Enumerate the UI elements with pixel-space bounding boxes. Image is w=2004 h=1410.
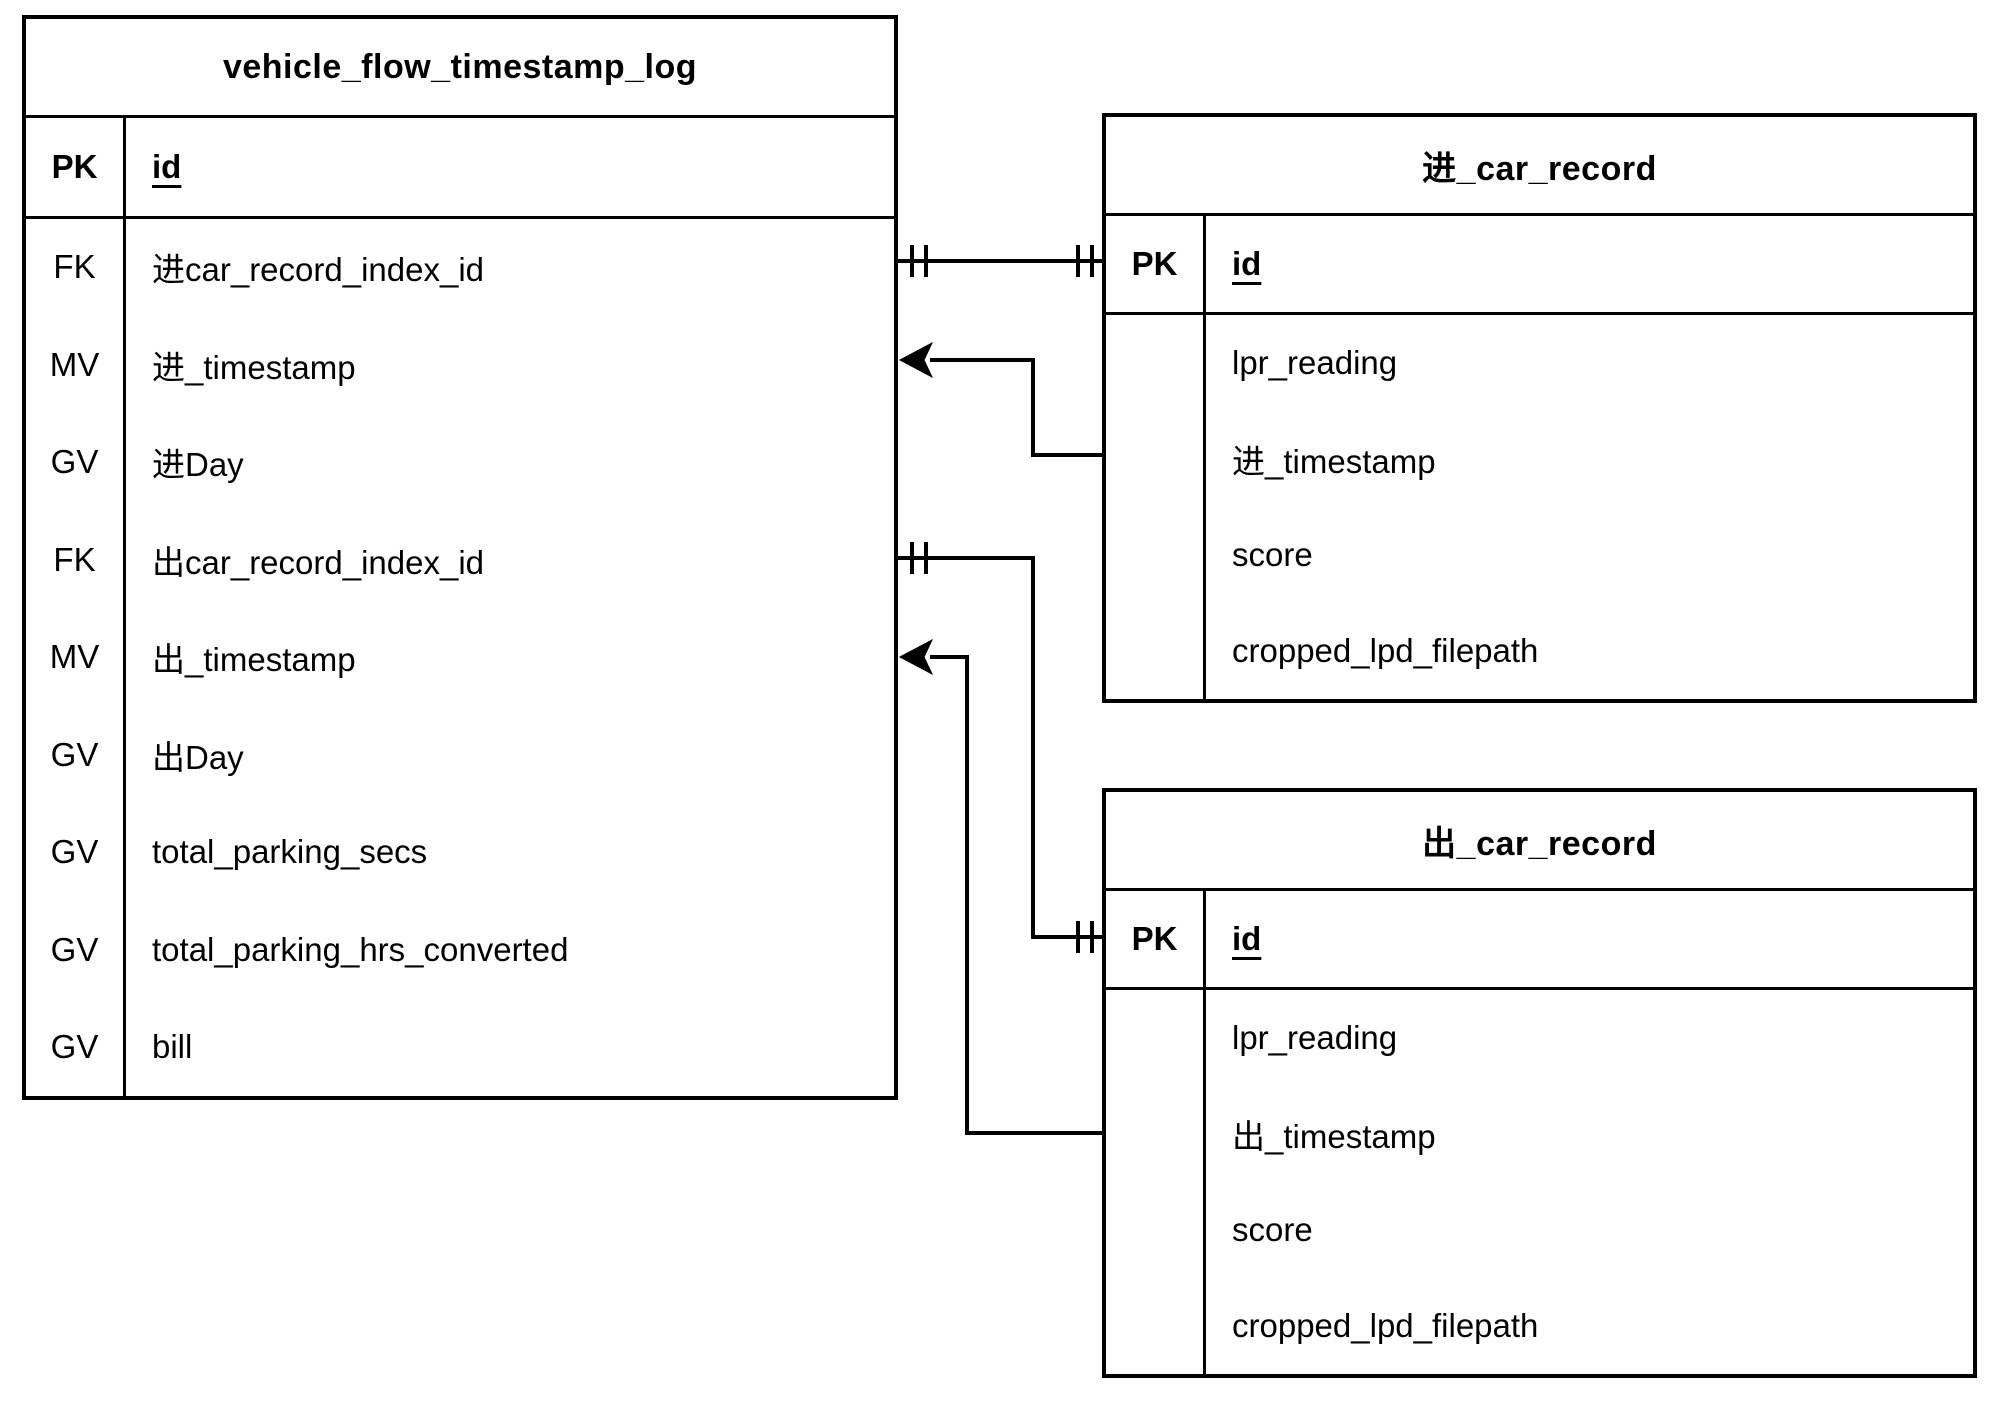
- row-key-label: GV: [26, 901, 126, 999]
- table-row: GV total_parking_secs: [26, 803, 894, 901]
- table-row: lpr_reading: [1106, 990, 1973, 1086]
- table-row: GV total_parking_hrs_converted: [26, 901, 894, 999]
- row-key-label: FK: [26, 511, 126, 609]
- table-jin-car-record: 进_car_record PK id lpr_reading 进_timesta…: [1102, 113, 1977, 703]
- row-name: 出car_record_index_id: [152, 543, 485, 581]
- table-title: vehicle_flow_timestamp_log: [26, 19, 894, 118]
- row-key-label: [1106, 1182, 1206, 1278]
- table-body: PK id FK 进car_record_index_id MV 进_times…: [26, 118, 894, 1096]
- table-row-pk: PK id: [26, 118, 894, 219]
- table-chu-car-record: 出_car_record PK id lpr_reading 出_timesta…: [1102, 788, 1977, 1378]
- table-body: PK id lpr_reading 进_timestamp score crop…: [1106, 216, 1973, 699]
- row-name: id: [126, 118, 894, 216]
- arrowhead-left-chu-timestamp: [898, 638, 934, 676]
- row-key-label: FK: [26, 218, 126, 316]
- table-row: cropped_lpd_filepath: [1106, 1278, 1973, 1374]
- table-title: 出_car_record: [1106, 792, 1973, 891]
- primary-key-name: id: [1232, 245, 1262, 282]
- table-title: 进_car_record: [1106, 117, 1973, 216]
- table-row: score: [1106, 507, 1973, 603]
- row-key-label: [1106, 1086, 1206, 1182]
- row-key-label: PK: [1106, 216, 1206, 312]
- table-row-pk: PK id: [1106, 891, 1973, 990]
- table-body: PK id lpr_reading 出_timestamp score crop…: [1106, 891, 1973, 1374]
- row-key-label: MV: [26, 316, 126, 414]
- table-row: lpr_reading: [1106, 315, 1973, 411]
- row-key-label: PK: [26, 118, 126, 216]
- row-name: id: [1206, 216, 1973, 312]
- row-name: score: [1232, 536, 1313, 573]
- row-name: lpr_reading: [1232, 344, 1398, 381]
- row-key-label: GV: [26, 998, 126, 1096]
- table-vehicle-flow-timestamp-log: vehicle_flow_timestamp_log PK id FK 进car…: [22, 15, 898, 1100]
- row-key-label: [1106, 507, 1206, 603]
- table-row: score: [1106, 1182, 1973, 1278]
- relationship-chu-fk-to-chu-car-record-id: [898, 542, 1102, 953]
- table-row: MV 进_timestamp: [26, 316, 894, 414]
- row-name: 进Day: [152, 446, 244, 484]
- relationship-jin-timestamp-arrow: [898, 341, 1102, 457]
- row-name: 进car_record_index_id: [152, 251, 485, 289]
- row-name: 出_timestamp: [1232, 1118, 1436, 1155]
- row-name: 出_timestamp: [152, 641, 356, 679]
- row-name: id: [1206, 891, 1973, 987]
- row-name: bill: [152, 1028, 193, 1066]
- table-row: FK 进car_record_index_id: [26, 218, 894, 316]
- row-key-label: GV: [26, 706, 126, 804]
- row-key-label: [1106, 411, 1206, 507]
- table-row: MV 出_timestamp: [26, 608, 894, 706]
- table-row-pk: PK id: [1106, 216, 1973, 315]
- table-row: cropped_lpd_filepath: [1106, 603, 1973, 699]
- arrowhead-left-jin-timestamp: [898, 341, 934, 379]
- row-key-label: GV: [26, 413, 126, 511]
- row-name: 进_timestamp: [152, 348, 356, 386]
- relationship-chu-timestamp-arrow: [898, 638, 1102, 1135]
- row-key-label: [1106, 1278, 1206, 1374]
- row-key-label: MV: [26, 608, 126, 706]
- row-key-label: [1106, 990, 1206, 1086]
- row-name: score: [1232, 1211, 1313, 1248]
- table-row: 进_timestamp: [1106, 411, 1973, 507]
- primary-key-name: id: [1232, 920, 1262, 957]
- row-name: 出Day: [152, 738, 244, 776]
- table-row: GV 出Day: [26, 706, 894, 804]
- row-name: lpr_reading: [1232, 1019, 1398, 1056]
- row-name: total_parking_hrs_converted: [152, 930, 569, 968]
- row-key-label: PK: [1106, 891, 1206, 987]
- table-row: GV 进Day: [26, 413, 894, 511]
- primary-key-name: id: [152, 147, 182, 185]
- row-key-label: [1106, 315, 1206, 411]
- row-name: total_parking_secs: [152, 833, 428, 871]
- row-key-label: GV: [26, 803, 126, 901]
- row-name: cropped_lpd_filepath: [1232, 1307, 1539, 1344]
- row-name: 进_timestamp: [1232, 443, 1436, 480]
- table-row: 出_timestamp: [1106, 1086, 1973, 1182]
- row-name: cropped_lpd_filepath: [1232, 632, 1539, 669]
- relationship-jin-fk-to-jin-car-record-id: [898, 245, 1102, 277]
- row-key-label: [1106, 603, 1206, 699]
- table-row: FK 出car_record_index_id: [26, 511, 894, 609]
- table-row: GV bill: [26, 998, 894, 1096]
